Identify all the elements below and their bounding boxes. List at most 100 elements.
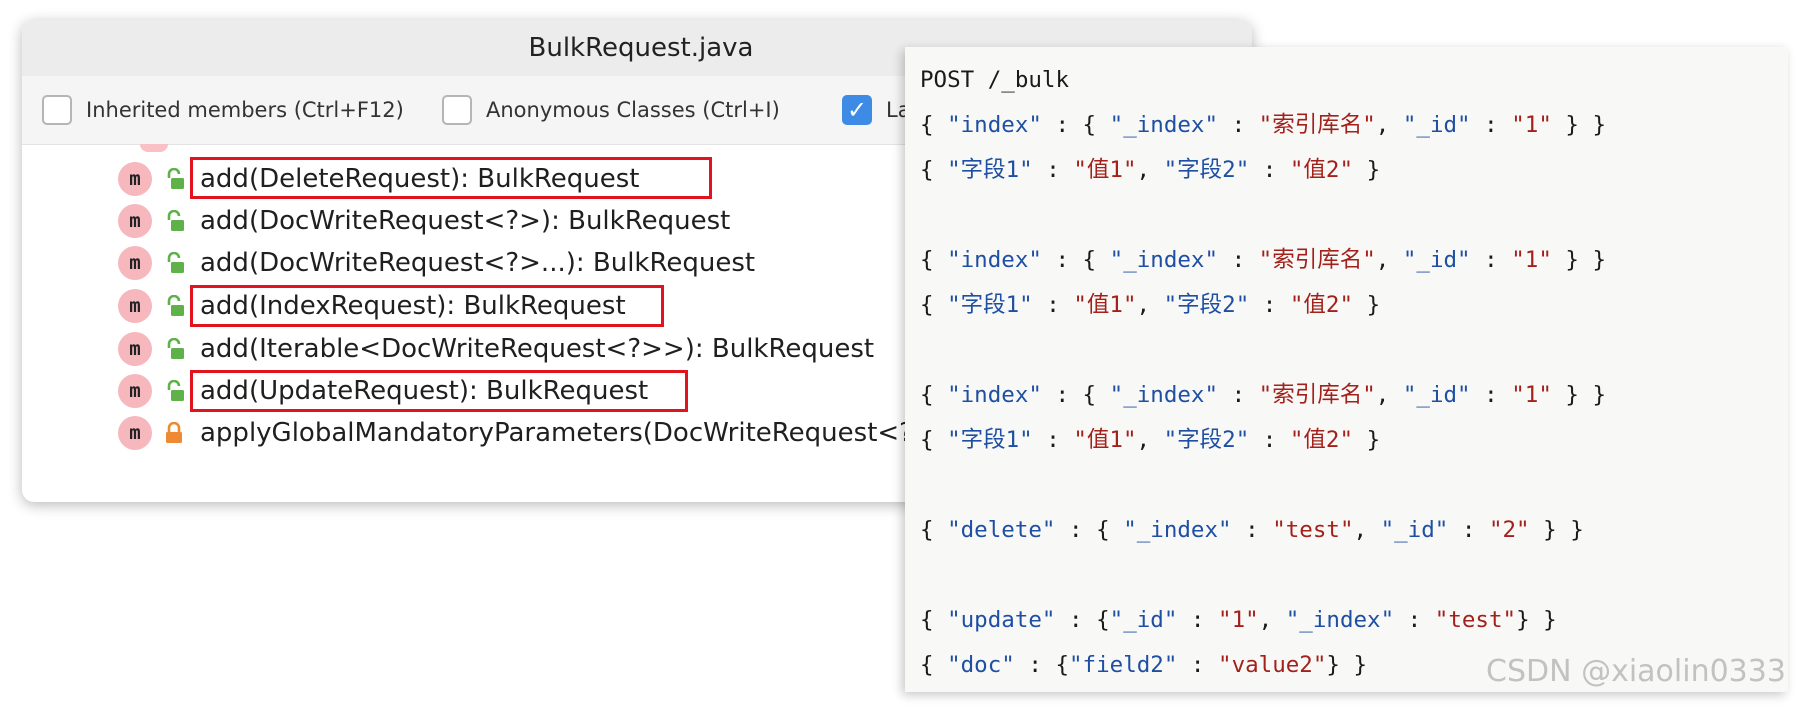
member-signature: add(DeleteRequest): BulkRequest	[200, 164, 640, 194]
json-key-token: "_id"	[1402, 382, 1471, 408]
code-token: :	[1177, 652, 1219, 678]
code-token: :	[1470, 382, 1512, 408]
member-row-add-update-request[interactable]: m add(UpdateRequest): BulkRequest	[22, 367, 1252, 415]
member-row-add-docwrite-request-varargs[interactable]: m add(DocWriteRequest<?>...): BulkReques…	[22, 239, 1252, 287]
json-key-token: "_index"	[1285, 607, 1395, 633]
member-list: m add(DeleteRequest): BulkRequest m add(…	[22, 144, 1252, 502]
highlight-box-delete-request	[190, 157, 712, 199]
json-string-token: "索引库名"	[1258, 112, 1376, 138]
code-token: {	[920, 652, 948, 678]
code-token: :	[1448, 517, 1489, 543]
code-token: : {	[1041, 112, 1110, 138]
anonymous-classes-option[interactable]: Anonymous Classes (Ctrl+I)	[442, 76, 780, 144]
code-token: : {	[1014, 652, 1070, 678]
inherited-members-label: Inherited members (Ctrl+F12)	[86, 98, 404, 122]
code-token: ,	[1375, 112, 1403, 138]
code-line: { "字段1" : "值1", "字段2" : "值2" }	[920, 149, 1380, 191]
lambdas-checkbox[interactable]: ✓	[842, 95, 872, 125]
method-m-icon: m	[118, 162, 152, 196]
locked-padlock-icon	[166, 422, 182, 443]
highlight-box-update-request	[190, 370, 688, 412]
json-key-token: "index"	[947, 382, 1042, 408]
code-token: :	[1470, 247, 1512, 273]
code-token: {	[920, 427, 948, 453]
code-line: { "字段1" : "值1", "字段2" : "值2" }	[920, 419, 1380, 461]
json-key-token: "index"	[947, 112, 1042, 138]
json-key-token: "字段2"	[1163, 157, 1250, 183]
inherited-members-option[interactable]: Inherited members (Ctrl+F12)	[42, 76, 404, 144]
json-string-token: "1"	[1511, 382, 1552, 408]
highlight-box-index-request	[190, 285, 664, 327]
code-token: :	[1394, 607, 1435, 633]
json-key-token: "_index"	[1109, 247, 1219, 273]
method-m-icon: m	[118, 204, 152, 238]
json-key-token: "update"	[947, 607, 1056, 633]
json-key-token: "_id"	[1402, 247, 1471, 273]
code-token: :	[1032, 292, 1074, 318]
code-token: } }	[1551, 382, 1607, 408]
member-row-add-iterable[interactable]: m add(Iterable<DocWriteRequest<?>>): Bul…	[22, 325, 1252, 373]
code-token: } }	[1551, 112, 1607, 138]
unlocked-padlock-icon	[167, 252, 184, 273]
json-string-token: "值1"	[1073, 292, 1137, 318]
code-line: POST /_bulk	[920, 59, 1069, 101]
json-string-token: "test"	[1434, 607, 1517, 633]
code-line: { "index" : { "_index" : "索引库名", "_id" :…	[920, 104, 1606, 146]
code-token: } }	[1529, 517, 1584, 543]
checkmark-icon: ✓	[846, 96, 868, 124]
json-string-token: "test"	[1272, 517, 1354, 543]
method-m-icon: m	[118, 246, 152, 280]
member-signature: applyGlobalMandatoryParameters(DocWriteR…	[200, 418, 913, 448]
json-string-token: "2"	[1488, 517, 1530, 543]
code-line: { "doc" : {"field2" : "value2"} }	[920, 644, 1367, 686]
code-token: : {	[1055, 607, 1110, 633]
json-key-token: "字段2"	[1163, 292, 1250, 318]
json-string-token: "值1"	[1073, 427, 1137, 453]
json-key-token: "_id"	[1380, 517, 1449, 543]
json-key-token: "delete"	[947, 517, 1056, 543]
method-m-icon: m	[118, 289, 152, 323]
code-token: {	[920, 292, 948, 318]
member-row-add-delete-request[interactable]: m add(DeleteRequest): BulkRequest	[22, 155, 1252, 203]
json-string-token: "1"	[1218, 607, 1259, 633]
code-token: :	[1218, 247, 1259, 273]
code-token: POST /_bulk	[920, 67, 1070, 93]
lambdas-option[interactable]: ✓ La	[842, 76, 911, 144]
json-key-token: "_index"	[1109, 382, 1219, 408]
popup-title: BulkRequest.java	[528, 33, 754, 63]
csdn-watermark: CSDN @xiaolin0333	[1486, 654, 1786, 689]
json-key-token: "_index"	[1109, 112, 1219, 138]
code-token: } }	[1326, 652, 1368, 678]
json-key-token: "字段2"	[1163, 427, 1250, 453]
code-token: {	[920, 112, 948, 138]
code-token: ,	[1375, 382, 1403, 408]
code-token: }	[1353, 292, 1381, 318]
bulk-code-panel: POST /_bulk { "index" : { "_index" : "索引…	[905, 47, 1788, 692]
method-m-icon: m	[118, 332, 152, 366]
code-token: : {	[1055, 517, 1124, 543]
member-signature: add(IndexRequest): BulkRequest	[200, 291, 626, 321]
member-row-apply-global-params[interactable]: m applyGlobalMandatoryParameters(DocWrit…	[22, 409, 1252, 457]
member-signature: add(DocWriteRequest<?>...): BulkRequest	[200, 248, 756, 278]
method-m-icon: m	[118, 374, 152, 408]
anonymous-classes-label: Anonymous Classes (Ctrl+I)	[486, 98, 780, 122]
code-line: { "index" : { "_index" : "索引库名", "_id" :…	[920, 374, 1606, 416]
unlocked-padlock-icon	[167, 210, 184, 231]
json-string-token: "值2"	[1289, 292, 1354, 318]
inherited-members-checkbox[interactable]	[42, 95, 72, 125]
code-token: :	[1249, 292, 1290, 318]
json-key-token: "字段1"	[947, 292, 1033, 318]
scrolled-member-peek	[140, 144, 168, 152]
member-row-add-index-request[interactable]: m add(IndexRequest): BulkRequest	[22, 282, 1252, 330]
json-string-token: "值2"	[1289, 157, 1354, 183]
code-token: {	[920, 607, 948, 633]
code-token: {	[920, 382, 948, 408]
json-string-token: "值1"	[1073, 157, 1137, 183]
json-string-token: "1"	[1511, 112, 1552, 138]
member-row-add-docwrite-request[interactable]: m add(DocWriteRequest<?>): BulkRequest	[22, 197, 1252, 245]
json-key-token: "_id"	[1109, 607, 1178, 633]
json-key-token: "field2"	[1069, 652, 1178, 678]
anonymous-classes-checkbox[interactable]	[442, 95, 472, 125]
member-signature: add(DocWriteRequest<?>): BulkRequest	[200, 206, 731, 236]
code-token: {	[920, 157, 948, 183]
